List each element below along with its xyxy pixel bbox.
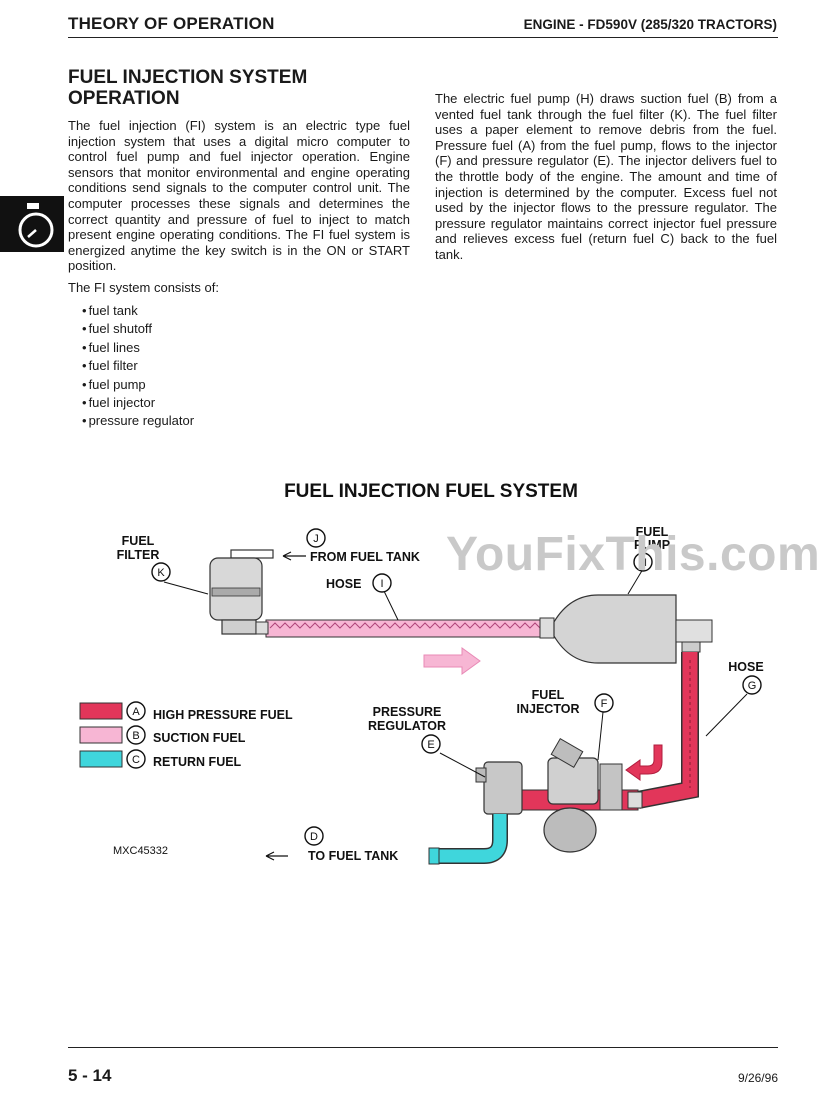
legend-letter-b: B	[132, 730, 139, 742]
callout-h	[633, 552, 653, 572]
list-item: fuel pump	[82, 376, 194, 394]
suction-flow-arrow	[423, 647, 481, 675]
inlet-direction-arrow	[282, 551, 306, 561]
label-from-fuel-tank: FROM FUEL TANK	[310, 550, 420, 564]
page-title-line-1: FUEL INJECTION SYSTEM	[68, 67, 308, 88]
callout-g	[742, 675, 762, 695]
callout-k	[151, 562, 171, 582]
callout-e	[421, 734, 441, 754]
fuel-filter	[209, 549, 274, 635]
components-list: fuel tank fuel shutoff fuel lines fuel f…	[82, 302, 195, 431]
hose-ribbing	[269, 622, 551, 629]
operation-paragraph-column: The electric fuel pump (H) draws suction…	[435, 91, 777, 263]
legend-callout-a	[126, 701, 146, 721]
callout-d-letter: D	[310, 831, 318, 843]
callout-g-letter: G	[748, 680, 757, 692]
callout-f	[594, 693, 614, 713]
return-direction-arrow	[265, 851, 288, 861]
callout-k-letter: K	[157, 567, 165, 579]
header-divider	[68, 37, 778, 38]
label-fuel-filter-line-1: FUEL	[122, 534, 155, 548]
header-section-title: THEORY OF OPERATION	[68, 14, 275, 33]
label-pressure-regulator-line-2: REGULATOR	[368, 719, 446, 733]
footer-divider	[68, 1047, 778, 1048]
legend: A HIGH PRESSURE FUEL B SUCTION FUEL C RE…	[79, 701, 293, 769]
leader-line-h	[627, 568, 644, 595]
legend-swatch-suction	[79, 726, 123, 744]
components-intro: The FI system consists of:	[68, 280, 219, 295]
operation-paragraph: The electric fuel pump (H) draws suction…	[435, 91, 777, 262]
header-chapter-title: ENGINE - FD590V (285/320 TRACTORS)	[523, 17, 777, 32]
list-item: fuel filter	[82, 357, 194, 375]
label-hose-i: HOSE	[326, 577, 361, 591]
callout-e-letter: E	[427, 739, 434, 751]
leader-line-k	[163, 581, 209, 595]
callout-f-letter: F	[601, 698, 608, 710]
page-title: FUEL INJECTION SYSTEM OPERATION	[68, 67, 307, 109]
fuel-pump	[539, 594, 713, 664]
list-item: fuel shutoff	[82, 320, 194, 338]
label-fuel-injector-line-2: INJECTOR	[517, 702, 580, 716]
engine-section-tab[interactable]	[0, 196, 64, 252]
legend-callout-b	[126, 725, 146, 745]
fuel-system-diagram: FUEL INJECTION FUEL SYSTEM	[79, 481, 764, 865]
label-fuel-filter-line-2: FILTER	[117, 548, 160, 562]
label-fuel-pump-line-2: PUMP	[634, 538, 670, 552]
intro-paragraph: The fuel injection (FI) system is an ele…	[68, 118, 410, 274]
legend-label-suction: SUCTION FUEL	[153, 731, 246, 745]
leader-line-e	[439, 752, 486, 778]
return-hose	[436, 814, 507, 863]
leader-line-g	[705, 693, 748, 737]
revision-date: 9/26/96	[737, 1071, 778, 1085]
callout-j-letter: J	[313, 533, 319, 545]
label-fuel-injector-line-1: FUEL	[532, 688, 565, 702]
leader-line-f	[597, 711, 604, 761]
legend-callout-c	[126, 749, 146, 769]
page-number: 5 - 14	[68, 1066, 112, 1085]
legend-label-high-pressure: HIGH PRESSURE FUEL	[153, 708, 293, 722]
list-item: fuel lines	[82, 339, 194, 357]
list-item: fuel injector	[82, 394, 194, 412]
watermark: YouFixThis.com	[446, 528, 821, 581]
label-hose-g: HOSE	[728, 660, 763, 674]
pressure-flow-arrow	[625, 744, 663, 781]
callout-d	[304, 826, 324, 846]
label-pressure-regulator-line-1: PRESSURE	[373, 705, 442, 719]
diagram-title: FUEL INJECTION FUEL SYSTEM	[284, 481, 578, 502]
callout-i	[372, 573, 392, 593]
intro-paragraph-column: The fuel injection (FI) system is an ele…	[68, 118, 410, 274]
list-item: pressure regulator	[82, 412, 195, 430]
label-to-fuel-tank: TO FUEL TANK	[308, 849, 398, 863]
pressure-hose-outline	[636, 652, 699, 809]
legend-letter-a: A	[132, 706, 140, 718]
callout-h-letter: H	[639, 557, 647, 569]
page-title-line-2: OPERATION	[68, 88, 180, 109]
legend-swatch-high-pressure	[79, 702, 123, 720]
legend-label-return: RETURN FUEL	[153, 755, 242, 769]
label-fuel-pump-line-1: FUEL	[636, 525, 669, 539]
leader-line-i	[382, 588, 399, 621]
legend-letter-c: C	[132, 754, 140, 766]
suction-hose	[265, 619, 551, 638]
figure-id: MXC45332	[113, 845, 168, 857]
callout-i-letter: I	[380, 578, 383, 590]
callout-j	[306, 528, 326, 548]
return-hose-fitting	[428, 847, 440, 865]
list-item: fuel tank	[82, 302, 194, 320]
engine-stopwatch-icon	[18, 203, 54, 248]
legend-swatch-return	[79, 750, 123, 768]
